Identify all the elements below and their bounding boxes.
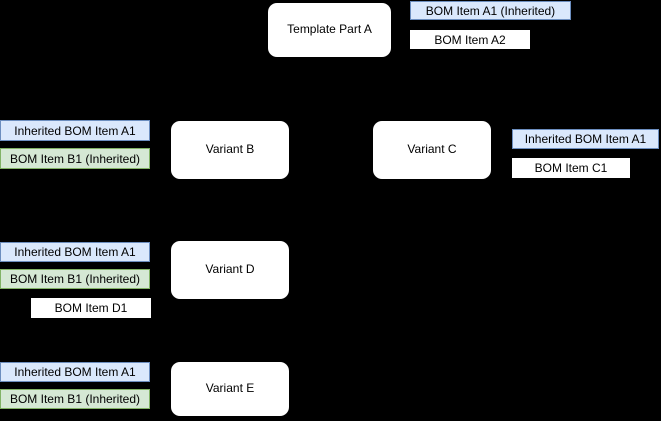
variant-e-inherited-bom-item-a1-label: Inherited BOM Item A1 [0,362,150,382]
variant-d-bom-item-d1-label: BOM Item D1 [31,298,151,318]
variant-b-bom-item-b1-inherited-label: BOM Item B1 (Inherited) [0,148,150,169]
node-variant-b: Variant B [171,121,289,179]
variant-b-inherited-bom-item-a1-label: Inherited BOM Item A1 [0,120,150,141]
variant-e-bom-item-b1-inherited-label: BOM Item B1 (Inherited) [0,389,150,409]
node-variant-e: Variant E [171,362,289,416]
node-variant-d: Variant D [171,241,289,299]
node-template-part-a: Template Part A [268,3,391,57]
bom-item-a2-label: BOM Item A2 [410,30,530,49]
variant-d-bom-item-b1-inherited-label: BOM Item B1 (Inherited) [0,269,150,289]
node-variant-c: Variant C [373,121,491,179]
variant-c-inherited-bom-item-a1-label: Inherited BOM Item A1 [512,129,659,149]
bom-item-a1-inherited-label: BOM Item A1 (Inherited) [410,1,571,20]
variant-d-inherited-bom-item-a1-label: Inherited BOM Item A1 [0,242,150,262]
variant-c-bom-item-c1-label: BOM Item C1 [512,158,630,178]
